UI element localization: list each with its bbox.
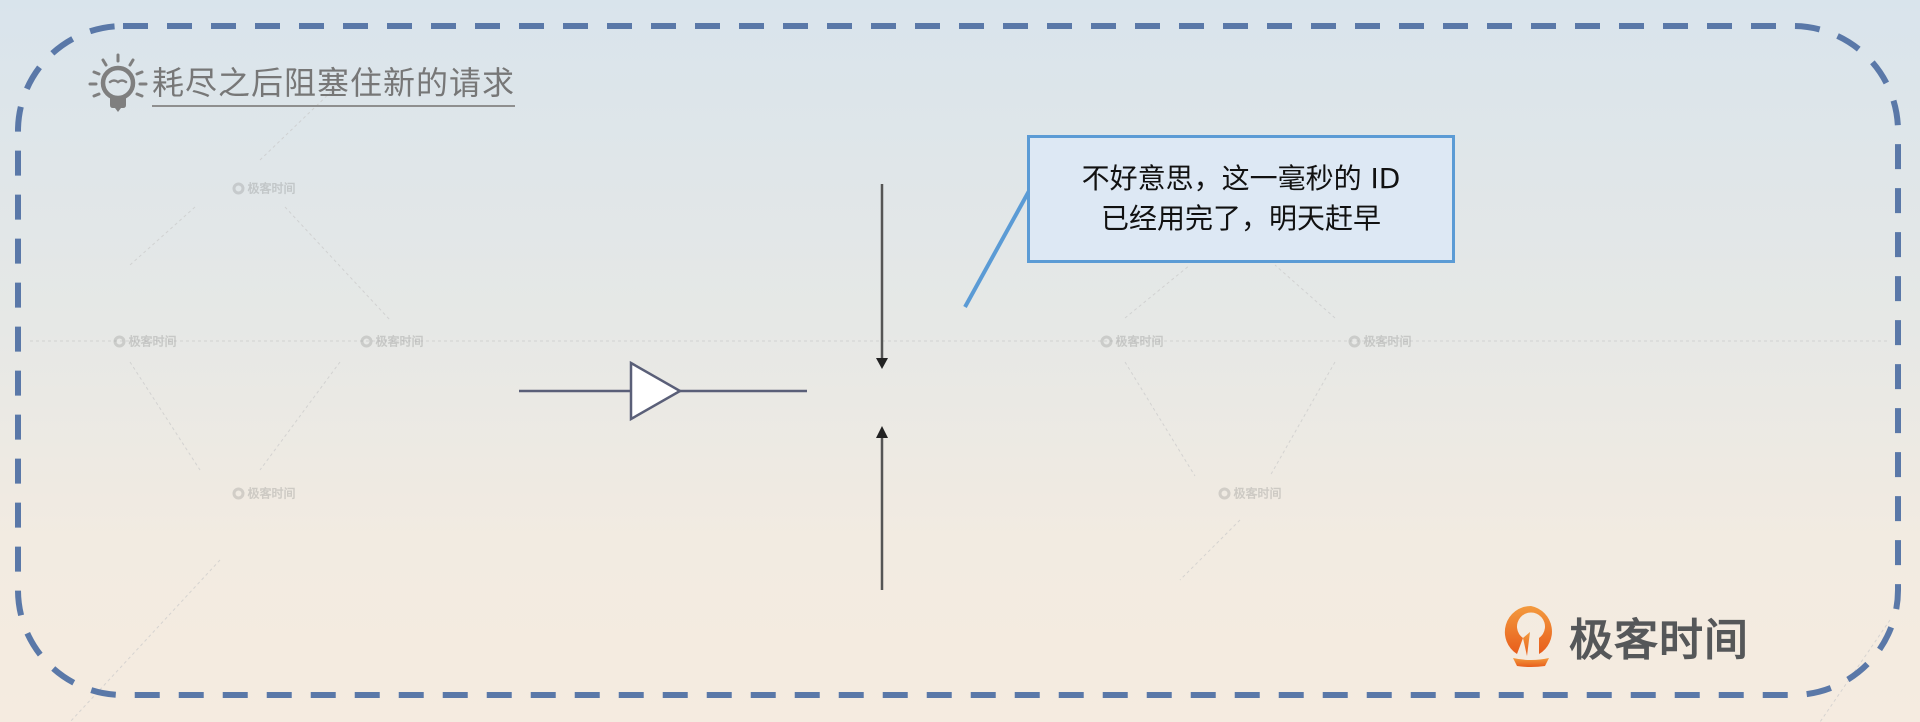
- watermark-guides: [30, 87, 1891, 722]
- watermark-logo-icon: [1100, 335, 1113, 347]
- watermark: 极客时间: [1348, 333, 1412, 350]
- callout-line-1: 不好意思，这一毫秒的 ID: [1081, 162, 1401, 195]
- callout-line-2: 已经用完了，明天赶早: [1100, 202, 1381, 235]
- callout-box: 不好意思，这一毫秒的 ID 已经用完了，明天赶早: [1027, 135, 1455, 263]
- brand-logo: 极客时间: [1503, 604, 1749, 668]
- slide-title: 耗尽之后阻塞住新的请求: [86, 52, 516, 118]
- watermark: 极客时间: [1218, 485, 1282, 502]
- watermark: 极客时间: [232, 180, 296, 197]
- watermark: 极客时间: [232, 485, 296, 502]
- watermark-text: 极客时间: [1115, 334, 1164, 349]
- dashed-frame: [15, 23, 1901, 698]
- watermark-logo-icon: [1348, 335, 1361, 347]
- watermark-logo-icon: [232, 487, 245, 499]
- watermark-logo-icon: [1218, 487, 1231, 499]
- callout-leader: [963, 190, 1031, 308]
- watermark: 极客时间: [113, 333, 177, 350]
- title-text: 耗尽之后阻塞住新的请求: [152, 63, 516, 107]
- brand-name: 极客时间: [1569, 615, 1749, 666]
- watermark: 极客时间: [1100, 333, 1164, 350]
- lightbulb-icon: [88, 53, 148, 112]
- watermark-logo-icon: [113, 335, 126, 347]
- up-arrow: [876, 426, 888, 590]
- down-arrow: [876, 184, 888, 369]
- watermark-logo-icon: [360, 335, 373, 347]
- watermark: 极客时间: [360, 333, 424, 350]
- watermark-text: 极客时间: [375, 334, 424, 349]
- watermark-text: 极客时间: [1233, 486, 1282, 501]
- triangle-gate: [519, 360, 807, 422]
- watermark-text: 极客时间: [1363, 334, 1412, 349]
- watermark-text: 极客时间: [247, 181, 296, 196]
- watermark-logo-icon: [232, 182, 245, 194]
- watermark-text: 极客时间: [247, 486, 296, 501]
- watermark-text: 极客时间: [128, 334, 177, 349]
- geektime-logo-icon: [1504, 605, 1552, 667]
